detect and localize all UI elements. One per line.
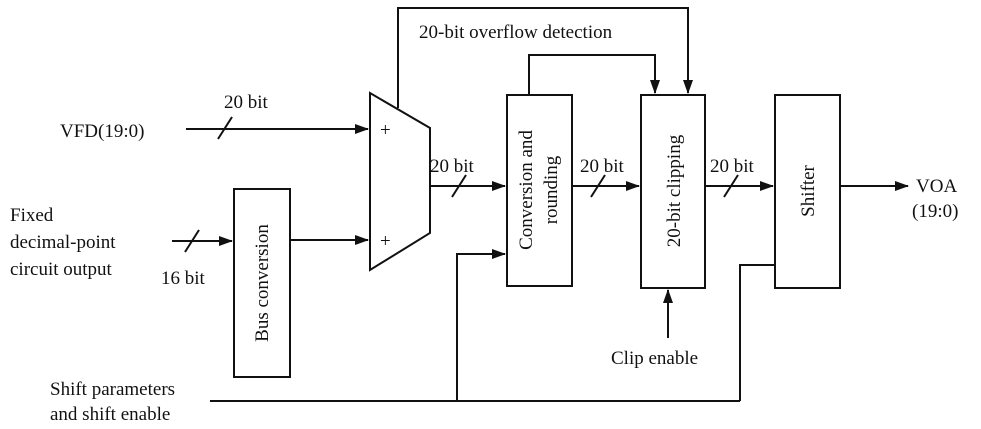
overflow-wire-inner bbox=[528, 54, 660, 95]
adder-plus-top: + bbox=[380, 120, 391, 141]
shift-param-label-2: and shift enable bbox=[50, 404, 170, 425]
vfd-width-label: 20 bit bbox=[224, 92, 269, 113]
clipping-label: 20-bit clipping bbox=[664, 134, 685, 247]
fixed-width-label: 16 bit bbox=[161, 268, 206, 289]
conv-out-width-label: 20 bit bbox=[580, 156, 625, 177]
shift-to-shifter-wire bbox=[739, 264, 775, 401]
fixed-input-label-3: circuit output bbox=[10, 259, 113, 280]
bus-conversion-block bbox=[233, 188, 291, 378]
adder-plus-bottom: + bbox=[380, 231, 391, 252]
conversion-label-2: rounding bbox=[541, 155, 562, 224]
voa-output-label-1: VOA bbox=[916, 176, 957, 197]
vfd-bus-slash bbox=[217, 116, 233, 140]
adder-out-bus-slash bbox=[451, 174, 467, 198]
clipping-block bbox=[640, 94, 706, 289]
adder-out-width-label: 20 bit bbox=[430, 156, 475, 177]
overflow-label: 20-bit overflow detection bbox=[419, 22, 613, 43]
fixed-bus-slash bbox=[184, 229, 200, 253]
shift-param-label-1: Shift parameters bbox=[50, 379, 175, 400]
bus-conversion-label: Bus conversion bbox=[252, 224, 273, 342]
fixed-input-label-1: Fixed bbox=[10, 205, 54, 226]
adder-block bbox=[369, 91, 431, 272]
conv-out-bus-slash bbox=[590, 174, 606, 198]
shifter-block bbox=[774, 94, 841, 289]
voa-output-label-2: (19:0) bbox=[912, 201, 958, 222]
overflow-wire-outer bbox=[397, 7, 693, 108]
conversion-label-1: Conversion and bbox=[516, 130, 537, 250]
clip-out-bus-slash bbox=[723, 174, 739, 198]
clip-enable-label: Clip enable bbox=[611, 348, 698, 369]
conversion-rounding-block bbox=[506, 94, 573, 287]
clip-out-width-label: 20 bit bbox=[710, 156, 755, 177]
shifter-label: Shifter bbox=[798, 164, 819, 216]
shift-to-conv-wire bbox=[456, 249, 506, 401]
vfd-input-label: VFD(19:0) bbox=[60, 121, 144, 142]
fixed-input-label-2: decimal-point bbox=[10, 232, 116, 253]
